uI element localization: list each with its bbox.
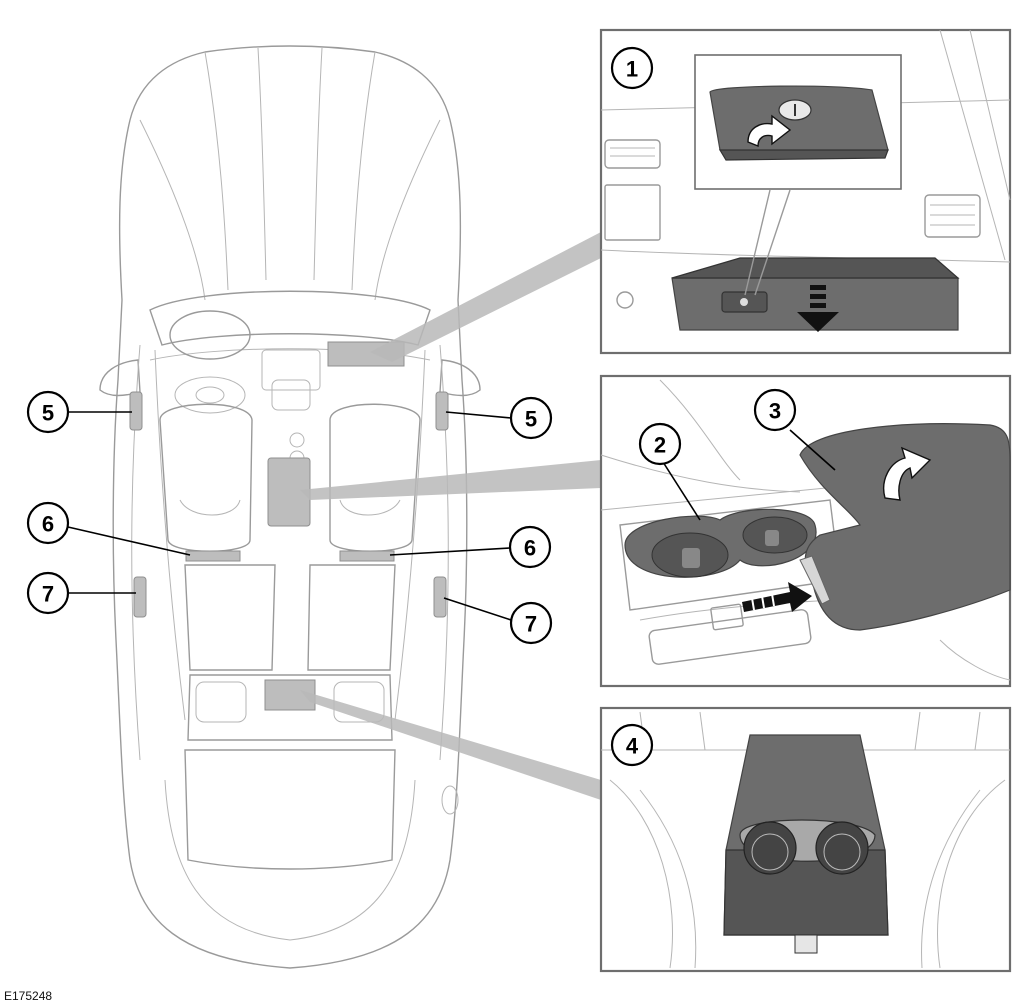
- slide-arrow-icon: [742, 582, 812, 612]
- rear-cupholder-icon: [739, 819, 876, 875]
- open-arrow-icon: [797, 285, 839, 332]
- rear-door-pocket-right: [433, 576, 447, 618]
- side-callouts: 5 5 6 6 7 7: [26, 390, 553, 645]
- callout-5-right: 5: [525, 407, 537, 432]
- callout-1: 1: [626, 57, 638, 82]
- front-door-pocket-right: [435, 391, 449, 431]
- rear-door-pocket-left: [133, 576, 147, 618]
- callout-5-left: 5: [42, 401, 54, 426]
- detail-panel-4-rear-armrest: 4: [599, 706, 1012, 973]
- callout-2: 2: [654, 433, 666, 458]
- front-door-pocket-left: [129, 391, 143, 431]
- car-location-markers: [129, 341, 449, 711]
- seat-back-pocket-left: [185, 550, 241, 562]
- callout-3: 3: [769, 399, 781, 424]
- detail-beams: [300, 232, 601, 800]
- callout-6-right: 6: [524, 536, 536, 561]
- detail-panel-2-3-console: 2 3: [599, 374, 1012, 688]
- figure-id: E175248: [4, 989, 53, 1003]
- armrest-lid: [799, 423, 1011, 631]
- callout-4: 4: [626, 734, 639, 759]
- cupholder-icon: [624, 508, 817, 578]
- lift-arrow-icon: [883, 446, 932, 501]
- curved-arrow-icon: [747, 114, 792, 148]
- callout-6-left: 6: [42, 512, 54, 537]
- seat-back-pocket-right: [339, 550, 395, 562]
- callout-7-right: 7: [525, 612, 537, 637]
- detail-panel-1-glovebox: 1: [599, 28, 1012, 355]
- callout-7-left: 7: [42, 582, 54, 607]
